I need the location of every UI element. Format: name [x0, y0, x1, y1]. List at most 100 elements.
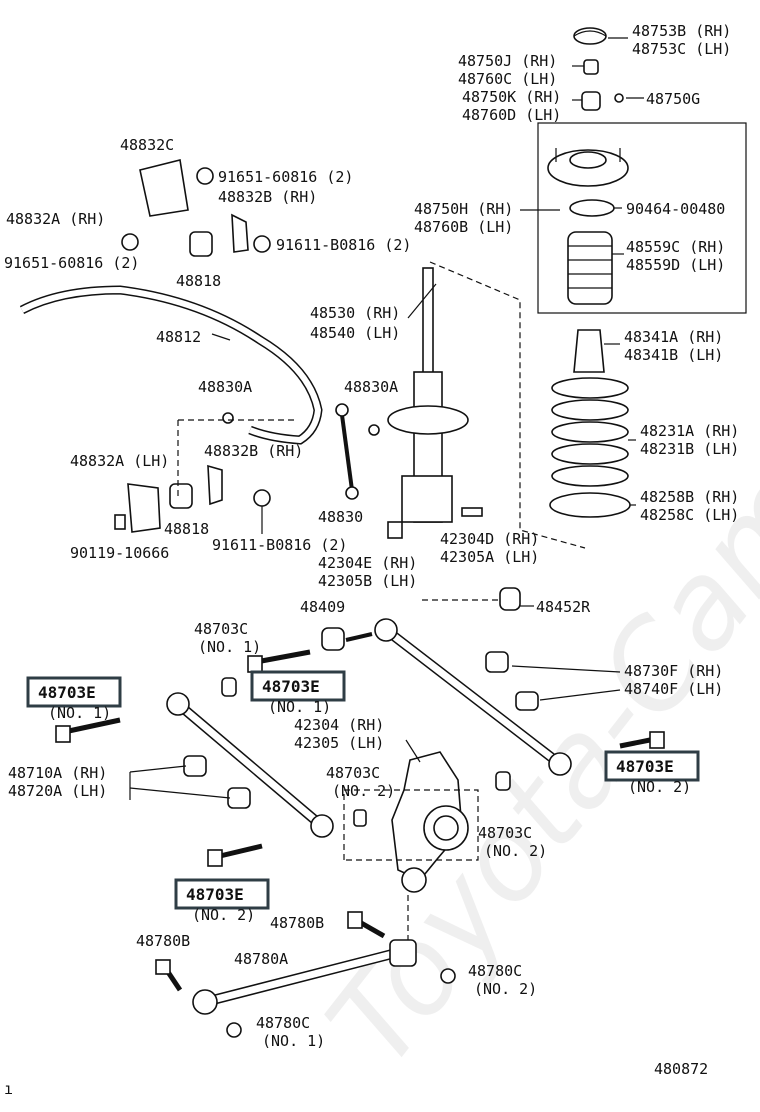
label-91611-bot: 91611-B0816 (2) — [212, 536, 347, 554]
label-48720A: 48720A (LH) — [8, 782, 107, 800]
label-48258B: 48258B (RH) — [640, 488, 739, 506]
label-48703C-no1: 48703C — [194, 620, 248, 638]
shock-absorber-48530 — [387, 267, 469, 523]
label-no2-c: (NO. 2) — [474, 980, 537, 998]
bracket-48832B-top — [231, 213, 249, 253]
label-48710A: 48710A (RH) — [8, 764, 107, 782]
label-48760D: 48760D (LH) — [462, 106, 561, 124]
coil-spring-48231 — [551, 377, 629, 487]
highlight-label-3: 48703E — [616, 757, 674, 776]
label-no1-c: (NO. 1) — [262, 1032, 325, 1050]
insulator-48258 — [549, 492, 631, 518]
nut-48780C-no1 — [226, 1022, 242, 1038]
label-90119: 90119-10666 — [70, 544, 169, 562]
label-48740F: 48740F (LH) — [624, 680, 723, 698]
label-48559D: 48559D (LH) — [626, 256, 725, 274]
figure-id: 480872 — [654, 1060, 708, 1078]
bushing-48710A-a — [183, 755, 207, 777]
bushing-48452R — [499, 587, 521, 611]
nut-48780C-no2 — [440, 968, 456, 984]
label-48832A-rh: 48832A (RH) — [6, 210, 105, 228]
label-no2-a: (NO. 2) — [332, 782, 395, 800]
label-48341B: 48341B (LH) — [624, 346, 723, 364]
part-labels: 48753B (RH) 48753C (LH) 48750J (RH) 4876… — [4, 22, 739, 1098]
bushing-48818-top — [189, 231, 213, 257]
corner-tick: ı — [4, 1080, 13, 1098]
label-48780C-no1: 48780C — [256, 1014, 310, 1032]
label-91651-left: 91651-60816 (2) — [4, 254, 139, 272]
bolt-48780B-mid — [347, 911, 386, 939]
label-48830A-right: 48830A — [344, 378, 398, 396]
knuckle-42304 — [391, 751, 469, 893]
label-48830A-left: 48830A — [198, 378, 252, 396]
label-48750J: 48750J (RH) — [458, 52, 557, 70]
label-48832C: 48832C — [120, 136, 174, 154]
label-42305A: 42305A (LH) — [440, 548, 539, 566]
nut-48750J — [583, 59, 599, 75]
bushing-48730F-b — [515, 691, 539, 711]
label-48830: 48830 — [318, 508, 363, 526]
bumper-48341 — [573, 329, 605, 373]
bushing-48710A-b — [227, 787, 251, 809]
label-no1-a: (NO. 1) — [198, 638, 261, 656]
bolt-48409 — [345, 632, 373, 642]
label-48753C: 48753C (LH) — [632, 40, 731, 58]
label-42305B: 42305B (LH) — [318, 572, 417, 590]
label-48780A: 48780A — [234, 950, 288, 968]
bolt-48703E-a — [55, 717, 121, 743]
label-42304: 42304 (RH) — [294, 716, 384, 734]
nut-48750G — [614, 93, 624, 103]
highlight-label-4: 48703E — [186, 885, 244, 904]
label-48409: 48409 — [300, 598, 345, 616]
label-48832A-lh: 48832A (LH) — [70, 452, 169, 470]
bushing-48730F-a — [485, 651, 509, 673]
highlight-sub-1: (NO. 1) — [48, 704, 111, 722]
label-48818-top: 48818 — [176, 272, 221, 290]
highlight-sub-4: (NO. 2) — [192, 906, 255, 924]
highlight-48703E-1[interactable]: 48703E — [26, 676, 122, 708]
stabilizer-bar-48812 — [19, 285, 323, 445]
label-48760C: 48760C (LH) — [458, 70, 557, 88]
label-48812: 48812 — [156, 328, 201, 346]
label-42304D: 42304D (RH) — [440, 530, 539, 548]
label-91651-top: 91651-60816 (2) — [218, 168, 353, 186]
bolt-48703E-c — [619, 731, 665, 749]
label-48703C-no2a: 48703C — [326, 764, 380, 782]
label-48750K: 48750K (RH) — [462, 88, 561, 106]
label-48540: 48540 (LH) — [310, 324, 400, 342]
label-48231B: 48231B (LH) — [640, 440, 739, 458]
label-48780B-mid: 48780B — [270, 914, 324, 932]
label-48231A: 48231A (RH) — [640, 422, 739, 440]
label-48341A: 48341A (RH) — [624, 328, 723, 346]
boot-48559 — [567, 231, 613, 305]
highlight-48703E-2[interactable]: 48703E — [250, 670, 346, 702]
bearing-90464 — [569, 199, 615, 217]
highlight-sub-2: (NO. 1) — [268, 698, 331, 716]
bolt-48703E-b — [247, 649, 311, 673]
label-42305: 42305 (LH) — [294, 734, 384, 752]
highlight-48703E-4[interactable]: 48703E — [174, 878, 270, 910]
label-48559C: 48559C (RH) — [626, 238, 725, 256]
label-48452R: 48452R — [536, 598, 591, 616]
washer-48750K — [581, 91, 601, 111]
bracket-48832A-lh — [127, 483, 161, 533]
highlight-sub-3: (NO. 2) — [628, 778, 691, 796]
label-48832B-rh2: 48832B (RH) — [204, 442, 303, 460]
label-no2-b: (NO. 2) — [484, 842, 547, 860]
bushing-48818-bot — [169, 483, 193, 509]
trailing-arm-48780A — [192, 939, 417, 1015]
highlight-48703E-3[interactable]: 48703E — [604, 750, 700, 782]
label-48750H: 48750H (RH) — [414, 200, 513, 218]
label-48530: 48530 (RH) — [310, 304, 400, 322]
arm-48710A — [166, 692, 334, 838]
stabilizer-link-48830 — [340, 414, 354, 491]
label-48750G: 48750G — [646, 90, 700, 108]
label-91611-top: 91611-B0816 (2) — [276, 236, 411, 254]
bolt-48703E-d — [207, 843, 263, 867]
label-48703C-no2b: 48703C — [478, 824, 532, 842]
label-48730F: 48730F (RH) — [624, 662, 723, 680]
label-48818-bot: 48818 — [164, 520, 209, 538]
label-90464: 90464-00480 — [626, 200, 725, 218]
